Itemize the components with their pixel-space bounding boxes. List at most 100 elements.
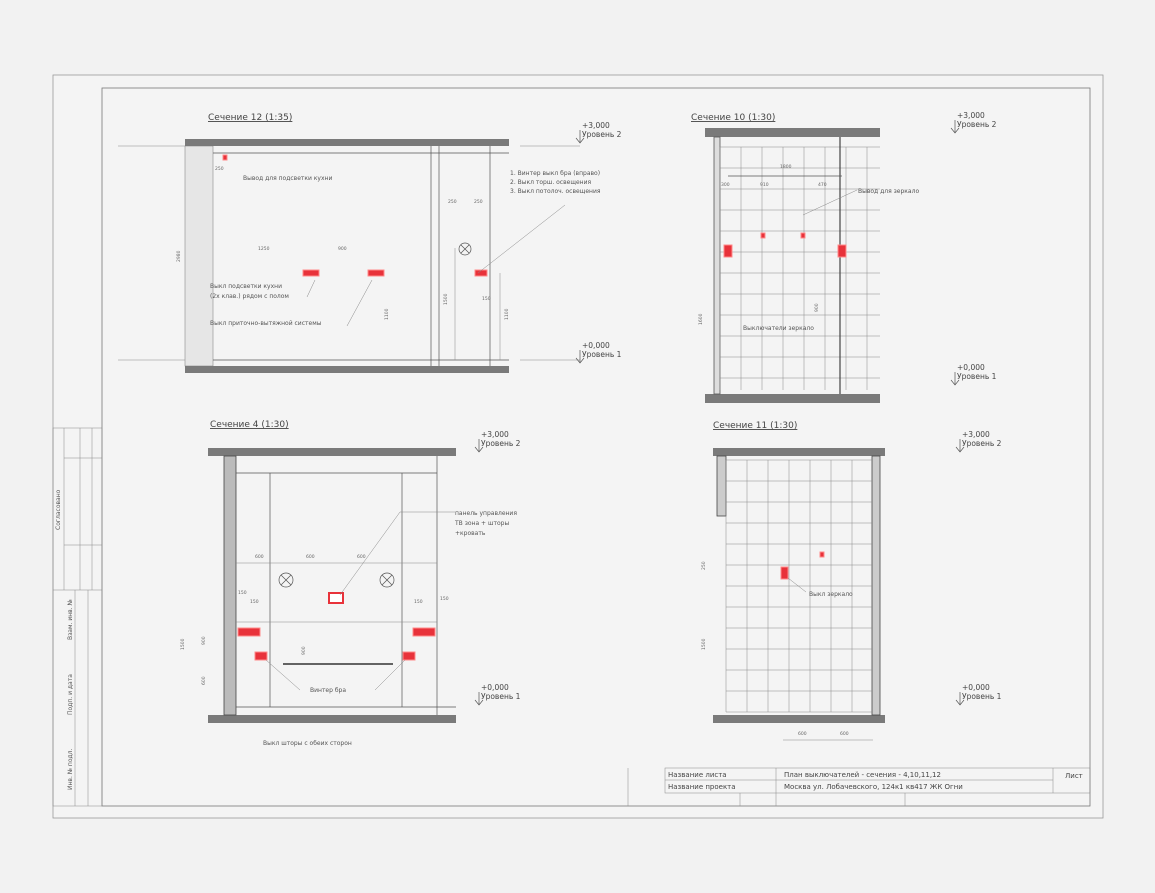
section-11: Сечение 11 (1:30) Выкл зеркало 250 1500 … — [701, 421, 885, 741]
note: Винтер бра — [310, 687, 346, 694]
note: Выкл подсветки кухни — [210, 283, 282, 290]
dimension: 900 — [201, 636, 207, 645]
title-block: Название листа План выключателей - сечен… — [627, 767, 1091, 806]
ceiling-slab — [208, 448, 456, 456]
tile-grid — [725, 459, 872, 713]
ceiling-light-icon — [458, 242, 472, 256]
control-panel-marker — [328, 592, 344, 604]
dimension: 470 — [818, 182, 827, 188]
wall — [871, 455, 881, 716]
sheet-label: Лист — [1065, 772, 1083, 780]
level-value: +3,000 — [962, 430, 990, 439]
wall — [716, 455, 727, 517]
level-name: Уровень 1 — [962, 692, 1002, 701]
level-name: Уровень 2 — [962, 439, 1002, 448]
note: Выкл шторы с обеих сторон — [263, 740, 352, 747]
dimension: 1600 — [698, 313, 704, 325]
note: 1. Винтер выкл бра (вправо) — [510, 170, 600, 177]
note: 3. Выкл потолоч. освещения — [510, 188, 601, 195]
note: (2х клав.) рядом с полом — [210, 293, 289, 300]
dimension: 250 — [215, 166, 224, 172]
dimension: 150 — [440, 596, 449, 602]
level-name: Уровень 1 — [582, 350, 622, 359]
section-10: Сечение 10 (1:30) Вывод для зеркало Выкл… — [691, 113, 919, 403]
ceiling-slab — [713, 448, 885, 456]
tile-wall — [713, 136, 721, 395]
level-value: +3,000 — [582, 121, 610, 130]
concrete-wall — [184, 145, 214, 367]
note: панель управления — [455, 510, 517, 517]
note: Выкл зеркало — [809, 591, 853, 598]
dimension: 150 — [250, 599, 259, 605]
dimension: 600 — [201, 676, 207, 685]
dimension: 1100 — [504, 308, 510, 320]
floor-slab — [185, 366, 509, 373]
insulated-wall — [223, 455, 237, 716]
mirror-switch-marker — [837, 244, 847, 258]
note: Выключатели зеркало — [743, 325, 814, 332]
floor-slab — [208, 715, 456, 723]
output-marker — [760, 232, 766, 239]
dimension: 1500 — [180, 638, 186, 650]
dimension: 250 — [701, 561, 707, 570]
dimension: 600 — [255, 554, 264, 560]
dimension: 600 — [840, 731, 849, 737]
section-10-title: Сечение 10 (1:30) — [691, 113, 775, 123]
stamp-replace-inv: Взам. инв. № — [67, 599, 74, 640]
level-name: Уровень 2 — [957, 120, 997, 129]
dimension: 1500 — [443, 293, 449, 305]
section-12-title: Сечение 12 (1:35) — [208, 113, 292, 123]
level-name: Уровень 1 — [481, 692, 521, 701]
output-marker — [800, 232, 806, 239]
section-11-title: Сечение 11 (1:30) — [713, 421, 797, 431]
dimension: 150 — [482, 296, 491, 302]
floor-slab — [713, 715, 885, 723]
stamp-inv-no: Инв. № подл. — [67, 749, 74, 790]
project-label: Название проекта — [668, 783, 736, 791]
sheet-name-label: Название листа — [668, 771, 727, 779]
note: Вывод для подсветки кухни — [243, 175, 332, 182]
level-name: Уровень 2 — [481, 439, 521, 448]
level-value: +0,000 — [582, 341, 610, 350]
switch-marker — [412, 627, 436, 637]
level-value: +3,000 — [957, 111, 985, 120]
level-value: +0,000 — [962, 683, 990, 692]
floor-slab — [705, 394, 880, 403]
sheet-name-value: План выключателей - сечения - 4,10,11,12 — [784, 771, 941, 779]
ceiling-slab — [705, 128, 880, 137]
level-name: Уровень 1 — [957, 372, 997, 381]
level-value: +0,000 — [481, 683, 509, 692]
stamp-sign-date: Подп. и дата — [67, 674, 74, 715]
dimension: 600 — [357, 554, 366, 560]
side-stamp-block: Согласовано Взам. инв. № Подп. и дата Ин… — [52, 427, 103, 807]
dimension: 600 — [798, 731, 807, 737]
switch-marker — [302, 269, 320, 277]
dimension: 1500 — [701, 638, 707, 650]
output-marker — [819, 551, 825, 558]
dimension: 2980 — [176, 250, 182, 262]
dimension: 150 — [238, 590, 247, 596]
ceiling-slab — [185, 139, 509, 146]
project-value: Москва ул. Лобачевского, 124к1 кв417 ЖК … — [784, 783, 963, 791]
dimension: 900 — [814, 303, 820, 312]
dimension: 1100 — [384, 308, 390, 320]
dimension: 150 — [414, 599, 423, 605]
section-4-title: Сечение 4 (1:30) — [210, 420, 289, 430]
dimension: 1800 — [780, 164, 792, 170]
mirror-switch-marker — [723, 244, 733, 258]
dimension: 600 — [306, 554, 315, 560]
dimension: 900 — [301, 646, 307, 655]
level-value: +0,000 — [957, 363, 985, 372]
note: +кровать — [455, 530, 486, 537]
switch-marker — [237, 627, 261, 637]
stamp-agreed: Согласовано — [55, 489, 62, 530]
dimension: 1250 — [258, 246, 270, 252]
sconce-switch-marker — [402, 651, 416, 661]
